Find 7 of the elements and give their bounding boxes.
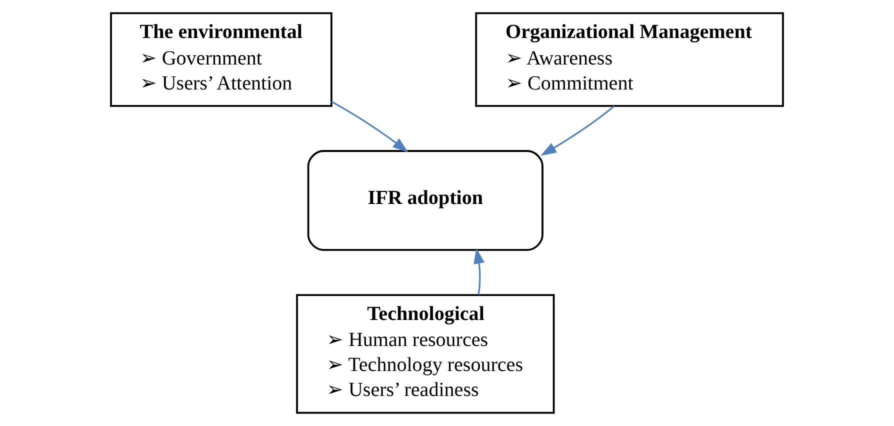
node-box: The environmental ➢ Government ➢ Users’ Attention bbox=[110, 12, 332, 107]
arrow bbox=[474, 248, 485, 295]
node-box: Technological ➢ Human resources ➢ Technology resources ➢ Users’ readiness bbox=[296, 294, 555, 414]
node-box: IFR adoption bbox=[307, 150, 544, 251]
node-box: Organizational Management ➢ Awareness ➢ Commitment bbox=[475, 12, 784, 107]
arrow bbox=[331, 100, 408, 152]
arrow bbox=[540, 106, 615, 156]
